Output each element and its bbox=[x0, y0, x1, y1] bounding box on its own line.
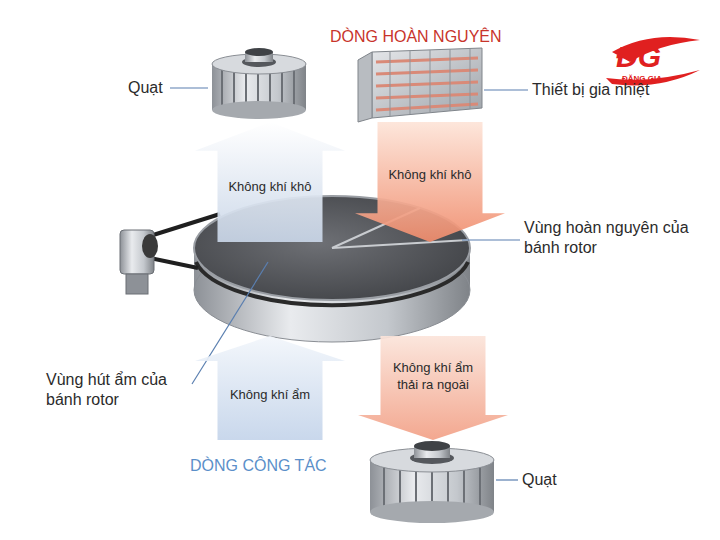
flow-arrow: Không khí khô bbox=[195, 122, 345, 242]
heater bbox=[358, 48, 482, 122]
part-name: Thiết bị gia nhiệt bbox=[532, 80, 649, 100]
air-label: Không khí khô bbox=[228, 179, 311, 196]
flow-arrow-shape bbox=[355, 122, 505, 242]
motor bbox=[120, 214, 220, 294]
fan-top bbox=[212, 48, 306, 119]
part-name: Quạt bbox=[522, 470, 557, 490]
flow-title: DÒNG HOÀN NGUYÊN bbox=[330, 27, 502, 47]
logo-mark bbox=[606, 37, 700, 86]
flow-arrow: Không khí ẩm thải ra ngoài bbox=[358, 336, 508, 440]
part-name: Quạt bbox=[128, 78, 163, 98]
region-name: Vùng hoàn nguyên của bánh rotor bbox=[524, 218, 694, 258]
air-label: Không khí khô bbox=[388, 167, 471, 184]
flow-title: DÒNG CÔNG TÁC bbox=[190, 456, 327, 476]
logo-text: ĐG bbox=[616, 38, 661, 76]
region-name: Vùng hút ẩm của bánh rotor bbox=[46, 370, 188, 410]
air-label: Không khí ẩm thải ra ngoài bbox=[385, 360, 481, 394]
flow-arrow: Không khí ẩm bbox=[195, 336, 345, 440]
air-label: Không khí ẩm bbox=[230, 387, 310, 404]
fan-bottom bbox=[370, 441, 494, 523]
leader-lines bbox=[170, 88, 528, 480]
flow-arrow: Không khí khô bbox=[355, 122, 505, 242]
